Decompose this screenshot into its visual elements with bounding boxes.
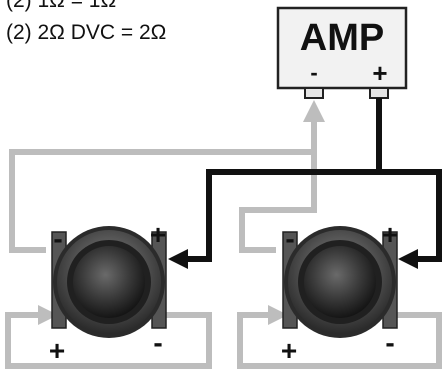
amp-positive-label: + xyxy=(372,58,387,88)
speaker1-bot-neg-label: - xyxy=(153,327,162,358)
speaker-2: - + + - xyxy=(281,219,398,366)
amp-positive-terminal xyxy=(369,87,389,99)
positive-wire-main xyxy=(184,98,382,262)
amp-box xyxy=(276,6,408,90)
amp-label: AMP xyxy=(300,17,384,59)
speaker1-bot-pos-label: + xyxy=(49,335,65,366)
speaker2-top-neg-label: - xyxy=(285,223,294,254)
positive-wire-branch xyxy=(379,169,442,262)
speaker1-jumper-arrow xyxy=(38,305,58,325)
negative-wire-branch xyxy=(239,152,317,253)
speaker2-bot-pos-label: + xyxy=(281,335,297,366)
caption-line-1: (2) 1Ω = 1Ω xyxy=(6,0,117,12)
amplifier: AMP - + xyxy=(276,6,408,99)
speaker-1: - + + - xyxy=(49,219,167,366)
negative-wire-main xyxy=(9,118,317,253)
speaker1-top-pos-label: + xyxy=(150,219,166,250)
negative-arrow-amp xyxy=(303,100,325,122)
speaker2-bot-neg-label: - xyxy=(385,327,394,358)
speaker1-top-neg-label: - xyxy=(53,223,62,254)
speaker1-jumper-wire xyxy=(5,312,212,369)
speaker2-jumper-arrow xyxy=(268,305,288,325)
amp-negative-terminal xyxy=(304,87,324,99)
caption-line-2: (2) 2Ω DVC = 2Ω xyxy=(6,21,167,44)
positive-arrow-speaker1 xyxy=(168,249,188,269)
amp-negative-label: - xyxy=(310,60,317,85)
speaker2-jumper-wire xyxy=(237,312,442,369)
positive-arrow-speaker2 xyxy=(398,249,418,269)
speaker2-top-pos-label: + xyxy=(382,219,398,250)
